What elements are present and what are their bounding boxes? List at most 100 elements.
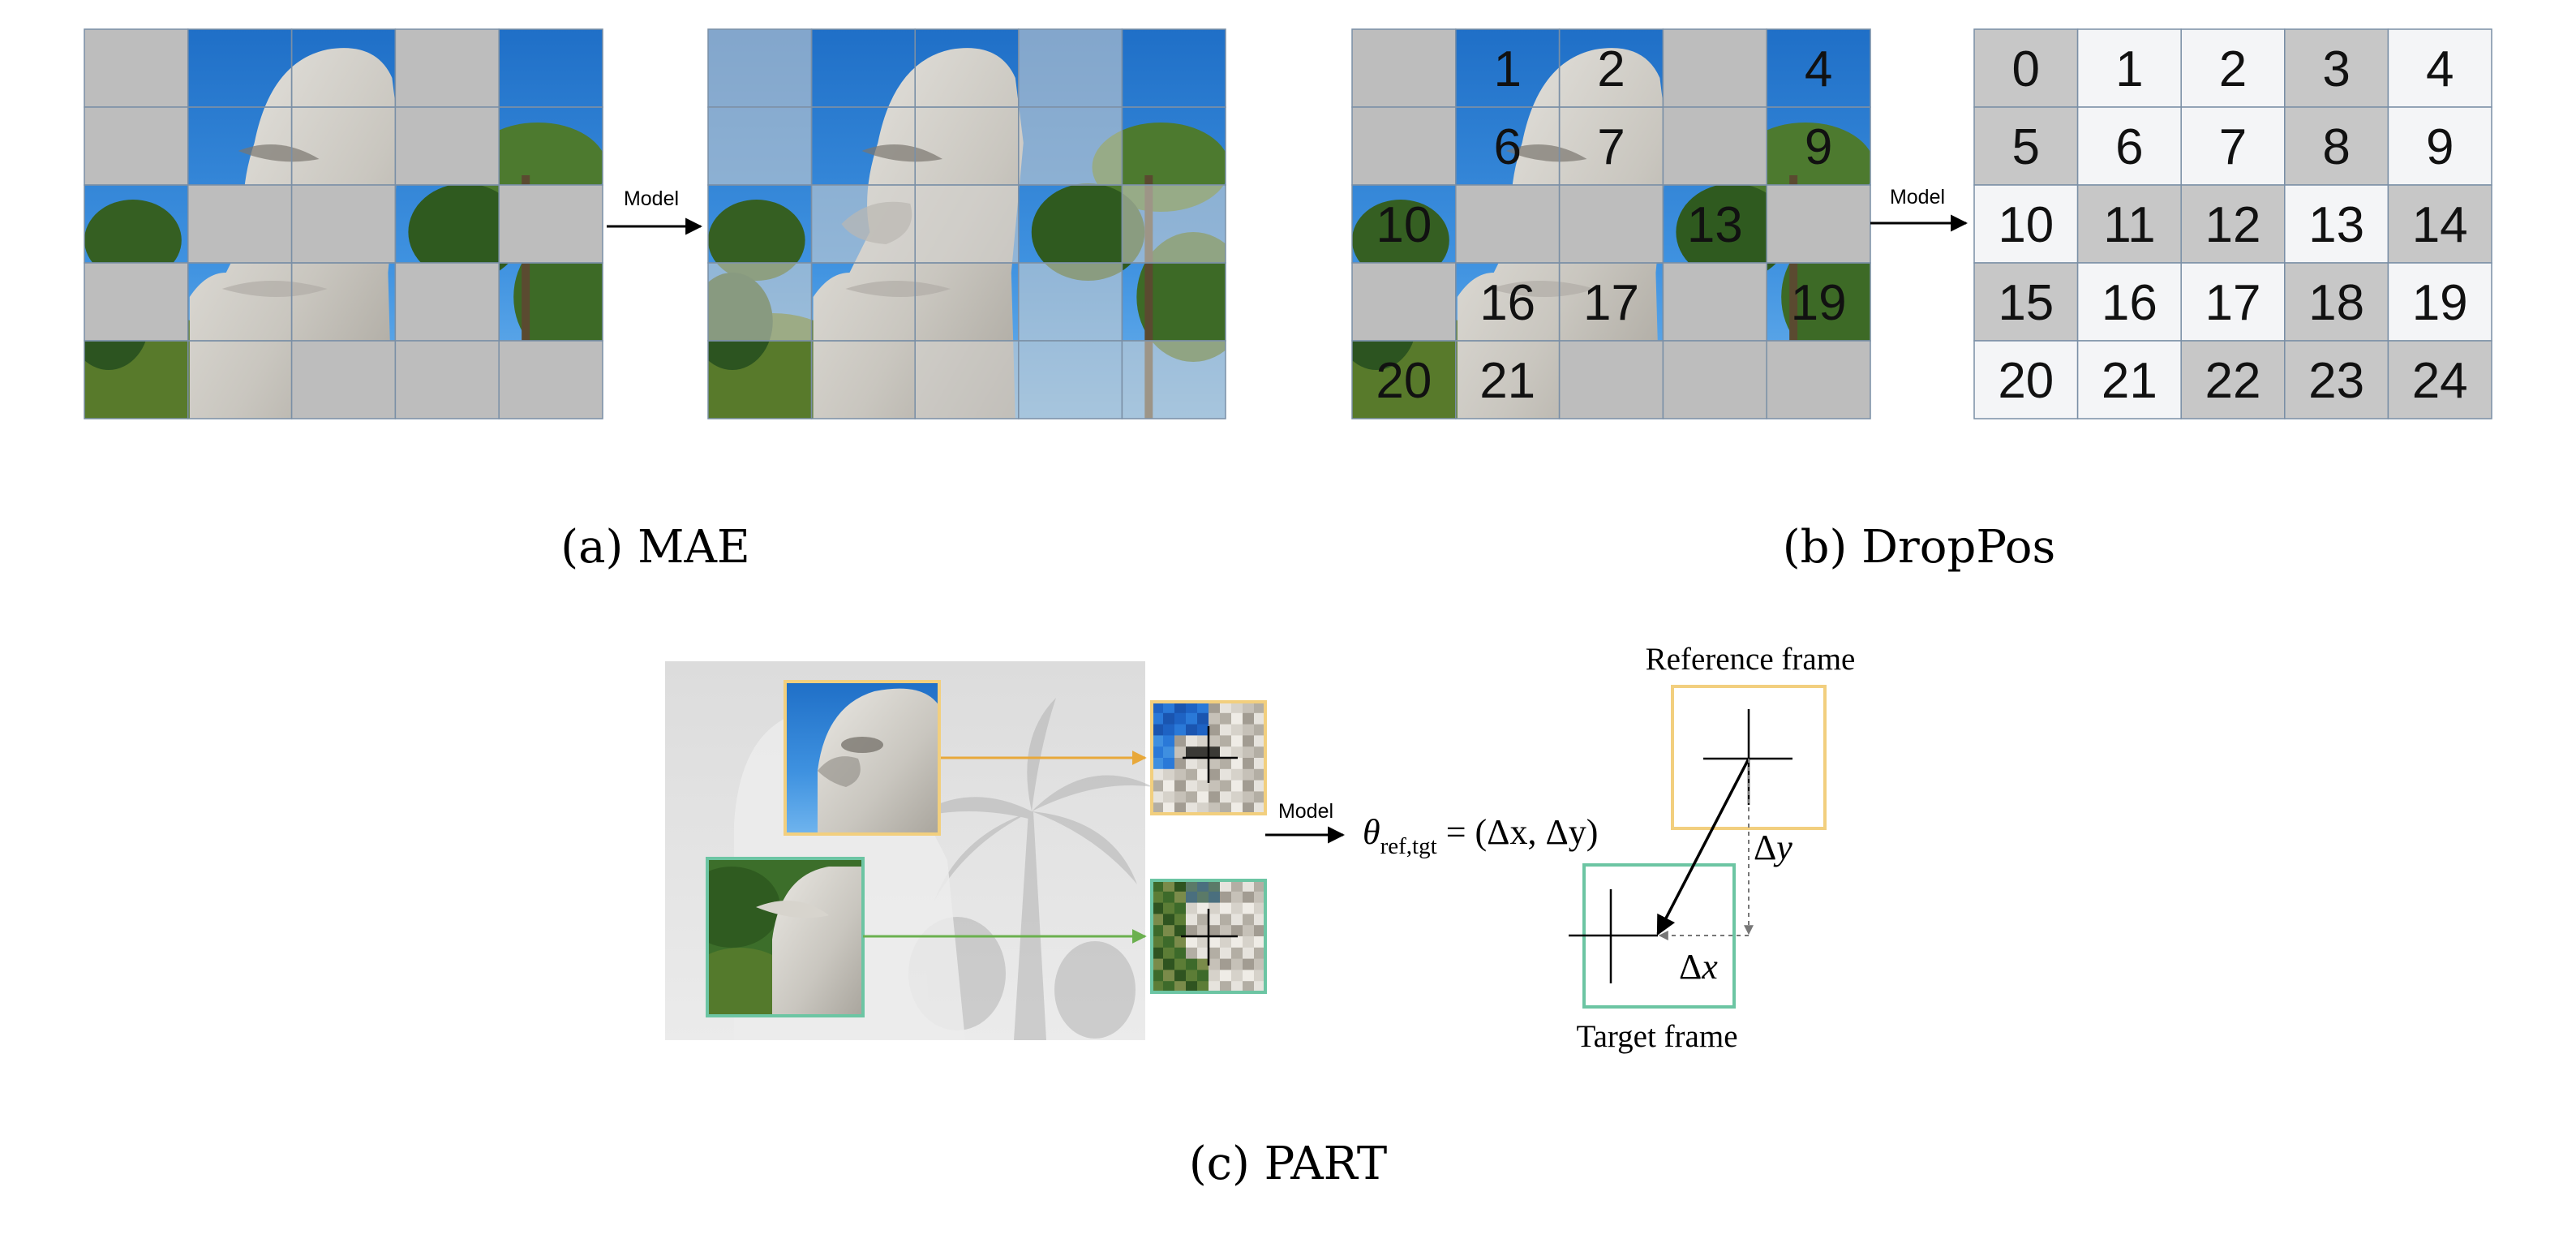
position-number: 12 <box>2205 197 2261 253</box>
position-number: 7 <box>2219 119 2247 175</box>
masked-patch <box>394 340 500 419</box>
masked-patch <box>707 106 813 186</box>
position-number: 13 <box>2308 197 2364 253</box>
position-cell <box>2180 106 2286 186</box>
masked-patch <box>84 262 189 342</box>
caption-b: (b) DropPos <box>1783 521 2055 574</box>
masked-patch <box>394 262 500 342</box>
part-reference-crop <box>784 680 941 836</box>
masked-patch <box>498 184 603 264</box>
delta-y-label: Δy <box>1754 828 1792 867</box>
position-cell <box>2284 106 2389 186</box>
patch-number: 13 <box>1687 197 1743 253</box>
masked-patch <box>394 28 500 108</box>
part-model-label: Model <box>1278 800 1333 823</box>
position-cell <box>2387 106 2492 186</box>
masked-patch <box>1018 262 1123 342</box>
droppos-model-arrow: Model <box>1870 186 1968 232</box>
masked-patch <box>707 262 813 342</box>
position-number: 17 <box>2205 275 2261 331</box>
position-cell <box>2387 262 2492 342</box>
position-number: 21 <box>2102 353 2157 409</box>
position-number: 18 <box>2308 275 2364 331</box>
mae-model-arrow: Model <box>607 187 703 235</box>
part-target-crop <box>706 857 865 1017</box>
caption-a: (a) MAE <box>560 521 750 574</box>
position-cell <box>2180 340 2286 419</box>
part-equation: θref,tgt = (Δx, Δy) <box>1363 812 1598 859</box>
position-number: 15 <box>1998 275 2054 331</box>
position-number: 6 <box>2115 119 2143 175</box>
position-cell <box>2076 262 2182 342</box>
position-cell <box>1973 340 2079 419</box>
mae-model-label: Model <box>624 187 679 210</box>
patch-number: 16 <box>1479 275 1535 331</box>
caption-c: (c) PART <box>1189 1138 1387 1190</box>
patch-number: 2 <box>1597 41 1625 97</box>
position-number: 8 <box>2322 119 2350 175</box>
masked-patch <box>1455 184 1561 264</box>
masked-patch <box>84 106 189 186</box>
position-number: 1 <box>2115 41 2143 97</box>
patch-number: 10 <box>1376 197 1432 253</box>
part-model-arrow: Model <box>1265 800 1346 844</box>
masked-patch <box>1662 340 1767 419</box>
masked-patch <box>498 340 603 419</box>
position-number: 5 <box>2012 119 2040 175</box>
position-cell <box>2076 340 2182 419</box>
droppos-model-label: Model <box>1890 186 1945 209</box>
position-cell <box>2387 28 2492 108</box>
masked-patch <box>914 184 1020 264</box>
patch-number: 7 <box>1597 119 1625 175</box>
position-number: 2 <box>2219 41 2247 97</box>
position-cell <box>1973 28 2079 108</box>
masked-patch <box>1662 106 1767 186</box>
position-number: 0 <box>2012 41 2040 97</box>
masked-patch <box>1018 28 1123 108</box>
patch-number: 6 <box>1493 119 1521 175</box>
delta-x-label: Δx <box>1679 947 1718 987</box>
target-frame-label: Target frame <box>1576 1019 1737 1054</box>
mae-masked-image <box>84 28 603 419</box>
position-number: 24 <box>2412 353 2468 409</box>
masked-patch <box>1121 340 1226 419</box>
patch-number: 1 <box>1493 41 1521 97</box>
position-cell <box>2180 28 2286 108</box>
masked-patch <box>1558 340 1664 419</box>
panel-c-part: Model θref,tgt = (Δx, Δy) Reference fram… <box>665 642 1855 1190</box>
position-number: 19 <box>2412 275 2468 331</box>
position-number: 11 <box>2103 197 2155 253</box>
masked-patch <box>1662 262 1767 342</box>
masked-patch <box>810 184 916 264</box>
masked-patch <box>290 184 397 264</box>
masked-patch <box>1018 106 1123 186</box>
position-cell <box>2284 184 2389 264</box>
patch-number: 17 <box>1583 275 1639 331</box>
displacement-arrow <box>1656 758 1750 936</box>
position-cell <box>2387 184 2492 264</box>
mae-reconstructed-image <box>707 28 1226 419</box>
position-cell <box>2284 340 2389 419</box>
masked-patch <box>1558 184 1664 264</box>
reference-frame-box <box>1671 685 1827 830</box>
frames-diagram: Reference frame Δy Δx Target frame <box>1569 642 1855 1054</box>
position-cell <box>2076 28 2182 108</box>
patch-number: 19 <box>1791 275 1847 331</box>
position-number: 16 <box>2102 275 2157 331</box>
position-cell <box>2387 340 2492 419</box>
masked-patch <box>84 28 189 108</box>
masked-patch <box>290 340 397 419</box>
panel-a-mae: Model (a) MAE <box>84 28 1226 574</box>
position-number: 23 <box>2308 353 2364 409</box>
position-cell <box>2284 28 2389 108</box>
masked-patch <box>187 184 293 264</box>
position-cell <box>2180 262 2286 342</box>
masked-patch <box>707 28 813 108</box>
patch-number: 20 <box>1376 353 1432 409</box>
patch-number: 4 <box>1805 41 1832 97</box>
masked-patch <box>1351 262 1457 342</box>
masked-patch <box>1018 340 1123 419</box>
masked-patch <box>1351 28 1457 108</box>
